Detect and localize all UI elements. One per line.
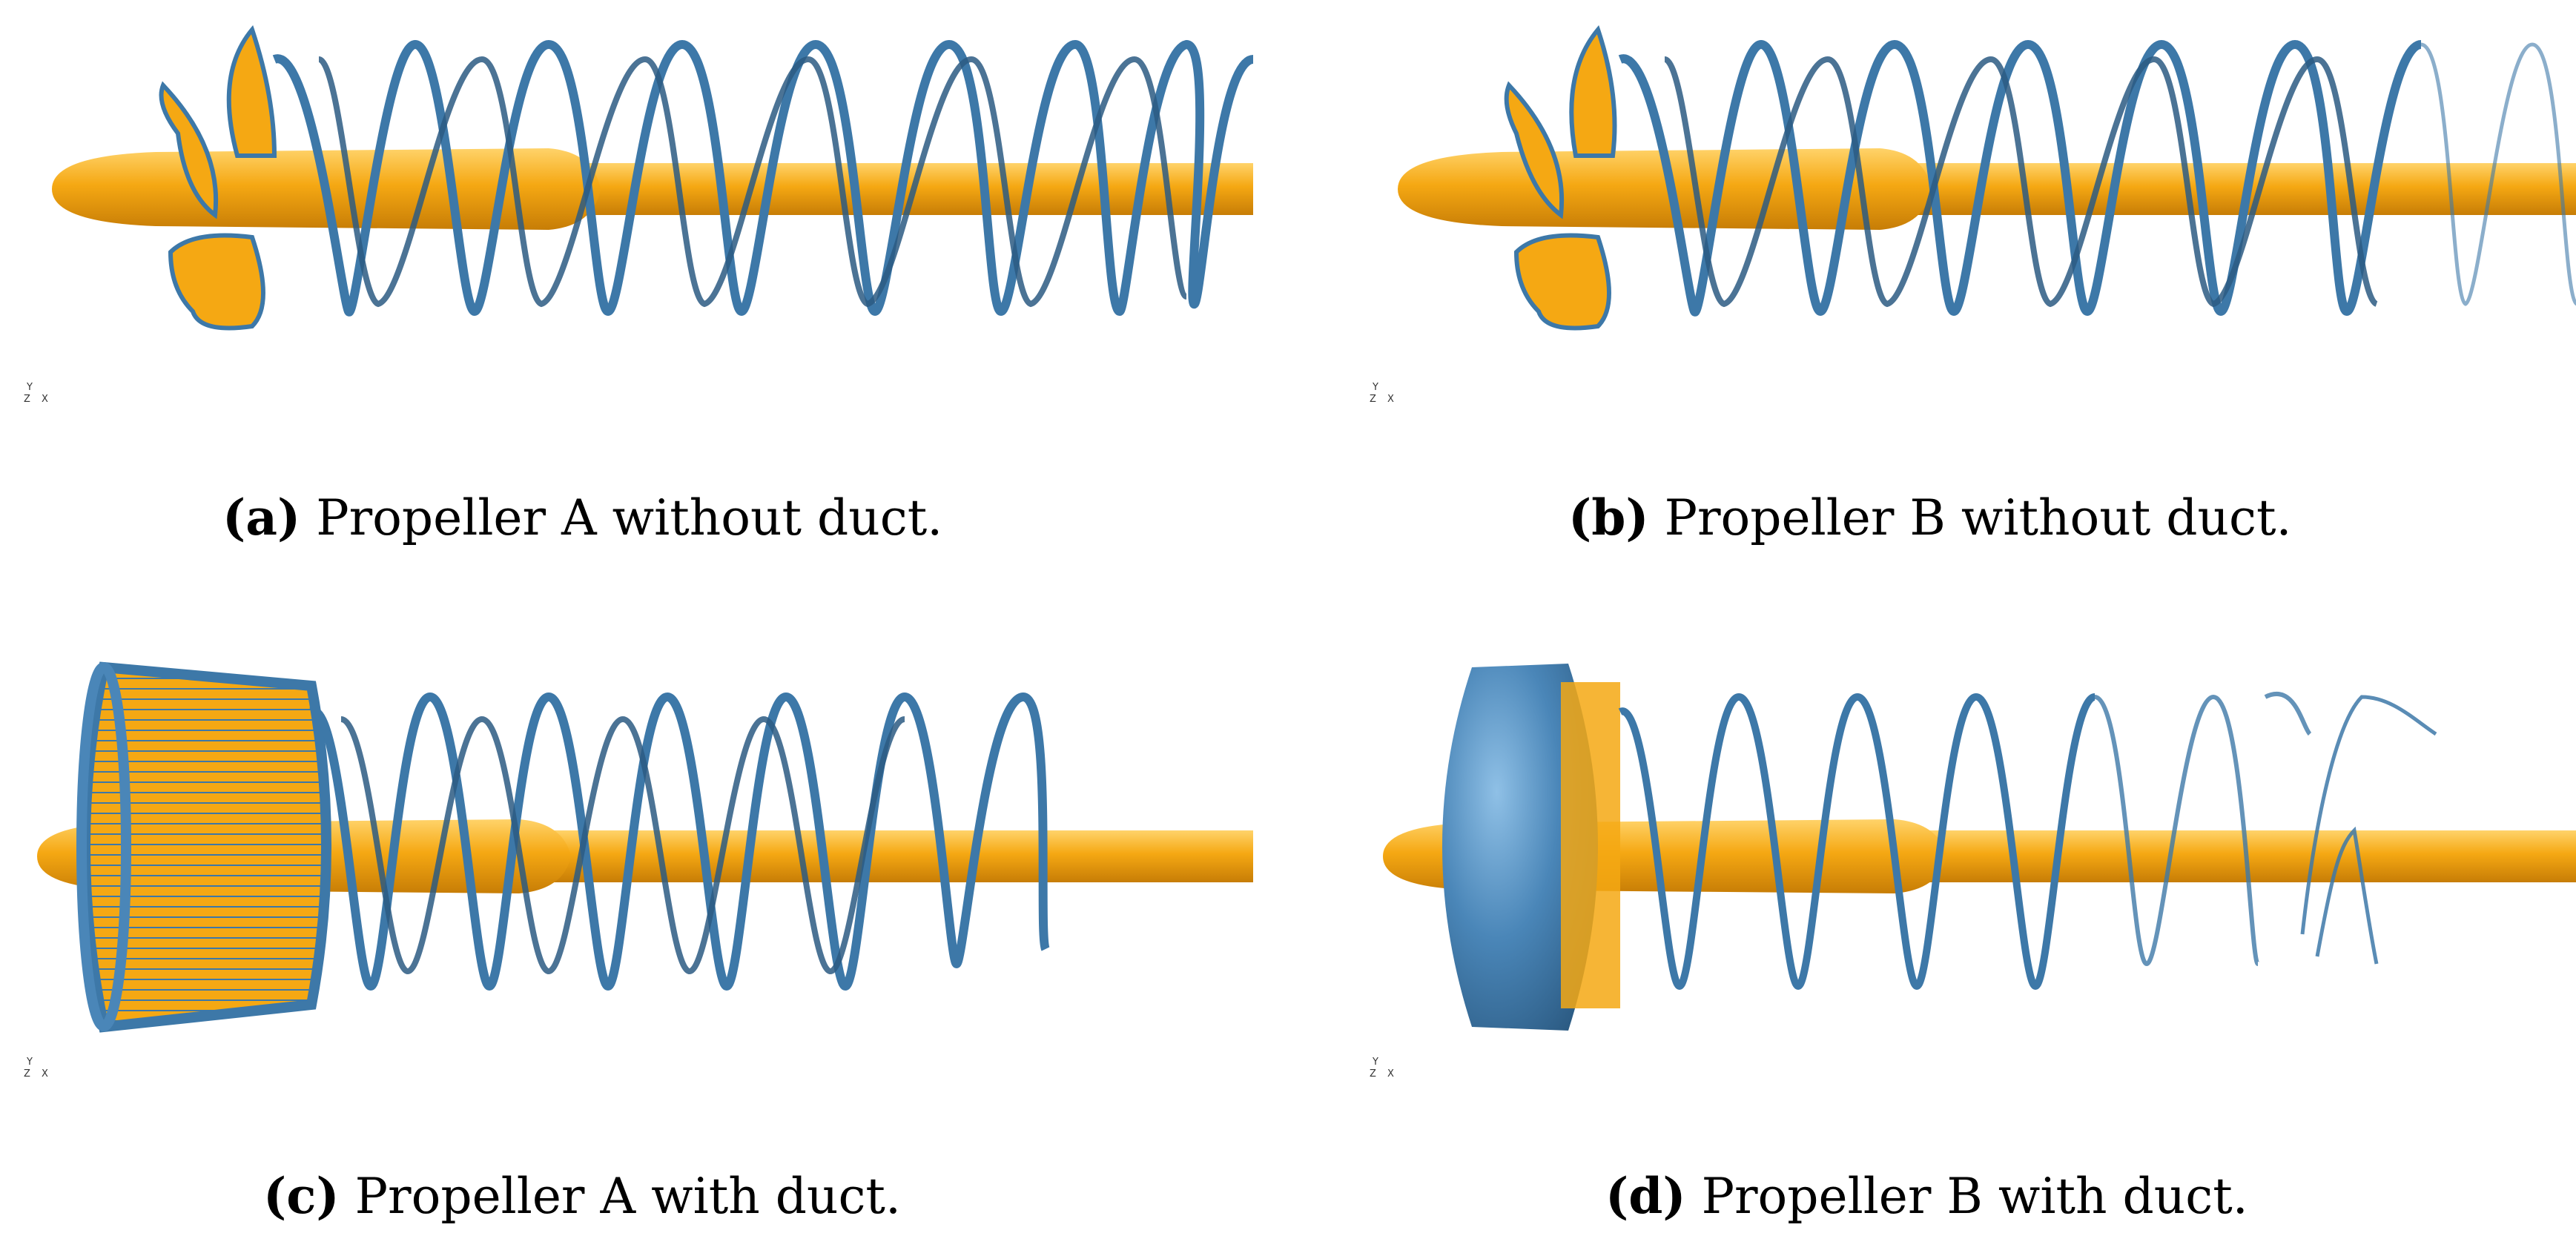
shaft [1895, 163, 2576, 215]
caption-d: (d) Propeller B with duct. [1605, 1171, 2248, 1221]
caption-text: Propeller B without duct. [1664, 489, 2292, 546]
duct-inlet-rim [76, 662, 131, 1031]
axis-y-label: Y [1373, 1057, 1378, 1068]
tip-vortex-helix [1618, 693, 2096, 991]
axis-z-label: Z [24, 1068, 30, 1080]
propeller-blade [1504, 81, 1565, 219]
axis-y-label: Y [27, 382, 33, 393]
propeller-blade [159, 81, 219, 219]
caption-text: Propeller A without duct. [316, 489, 943, 546]
vortex-render-d [1383, 664, 2576, 1031]
propeller-blade [1569, 24, 1617, 158]
axis-z-label: Z [1370, 1068, 1376, 1080]
vortex-render-a [52, 24, 1253, 331]
tip-vortex-helix [272, 39, 1253, 317]
propeller-blade [168, 233, 265, 331]
tip-vortex-helix-faded [2420, 42, 2576, 306]
caption-c: (c) Propeller A with duct. [263, 1171, 901, 1221]
figure-panel-c [30, 652, 1253, 1038]
caption-b: (b) Propeller B without duct. [1568, 493, 2291, 543]
vortex-render-b [1398, 24, 2576, 331]
caption-label: (a) [222, 489, 301, 546]
tip-vortex-helix-back [1663, 56, 2379, 308]
axis-x-label: X [1387, 1068, 1394, 1080]
figure-panel-d [1375, 652, 2576, 1038]
caption-label: (d) [1605, 1167, 1686, 1225]
propeller-blade [1513, 233, 1611, 331]
caption-a: (a) Propeller A without duct. [222, 493, 942, 543]
figure-panel-b [1375, 15, 2576, 400]
propeller-blade [226, 24, 277, 158]
tip-vortex-helix [309, 692, 1050, 991]
axis-z-label: Z [1370, 394, 1376, 405]
tip-vortex-helix-back [340, 715, 906, 975]
caption-text: Propeller B with duct. [1701, 1168, 2248, 1225]
caption-label: (c) [263, 1167, 340, 1225]
duct-inner [1561, 682, 1620, 1008]
vortex-render-c [37, 661, 1253, 1033]
axis-x-label: X [1387, 394, 1394, 405]
axis-y-label: Y [27, 1057, 33, 1068]
axis-x-label: X [42, 394, 48, 405]
tip-vortex-helix-back [317, 56, 1189, 308]
tip-vortex-helix-faded [2093, 692, 2312, 967]
caption-text: Propeller A with duct. [354, 1168, 901, 1225]
tip-vortex-fragment [2300, 695, 2437, 965]
axis-x-label: X [42, 1068, 48, 1080]
figure-panel-a [30, 15, 1253, 400]
caption-label: (b) [1568, 489, 1649, 546]
tip-vortex-helix [1618, 39, 2423, 317]
axis-z-label: Z [24, 394, 30, 405]
duct [1442, 664, 1598, 1031]
axis-y-label: Y [1373, 382, 1378, 393]
shaft [1850, 830, 2576, 882]
